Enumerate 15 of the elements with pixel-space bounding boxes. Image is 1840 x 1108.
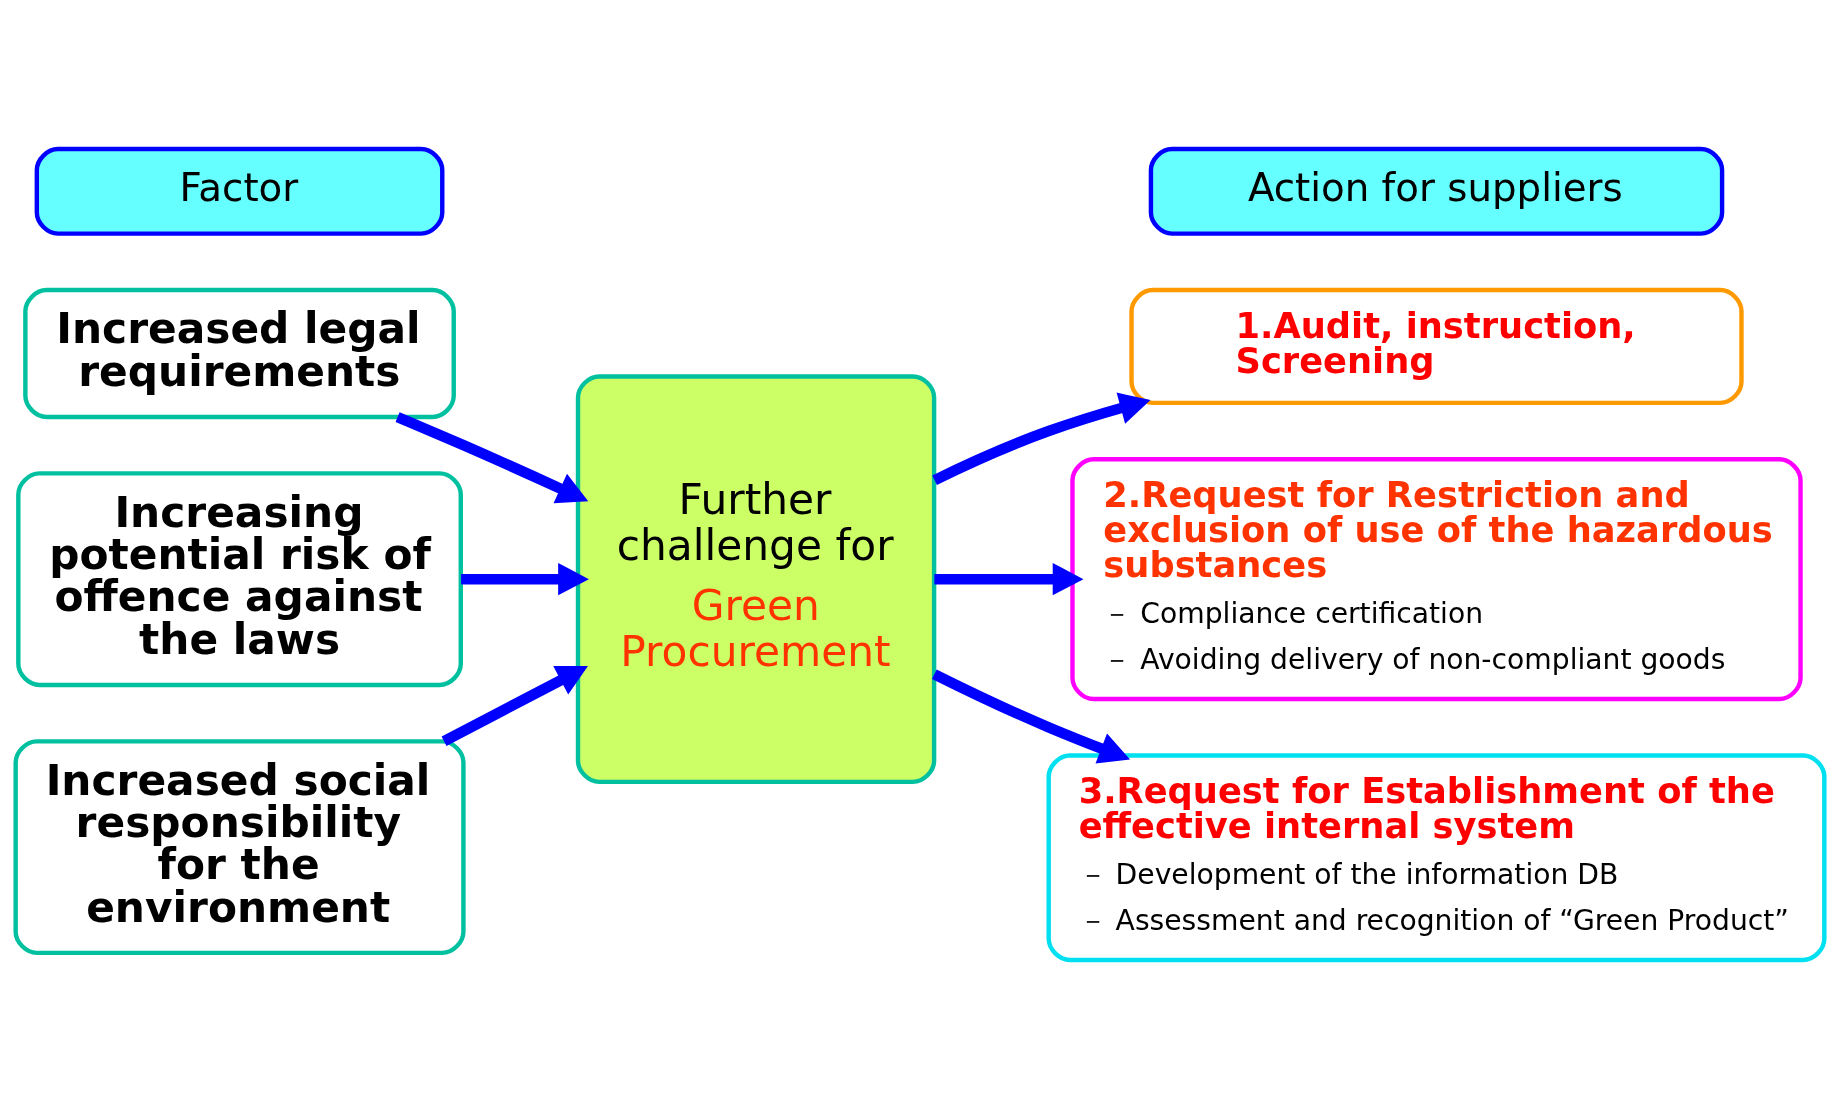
arrow — [934, 562, 1084, 595]
node-box: Increased social responsibility for the environment — [13, 738, 466, 955]
node-box: Factor — [34, 146, 445, 236]
arrow — [395, 411, 589, 503]
arrow — [932, 392, 1151, 485]
node-box: 3.Request for Establishment of the effective internal system － Development of the information DB － Assessment and recognition of “Green Product” — [1046, 752, 1827, 962]
node-box: Increased legal requirements — [23, 287, 456, 419]
arrow — [441, 665, 588, 746]
node-box: Action for suppliers — [1148, 146, 1725, 236]
arrow — [461, 562, 589, 595]
node-box: Further challenge for Green Procurement — [575, 373, 937, 784]
node-box: 1.Audit, instruction, Screening — [1129, 287, 1744, 405]
node-box: 2.Request for Restriction and exclusion of use of the hazardous substances － Compliance certification － Avoiding delivery of non-compliant goods — [1070, 456, 1803, 701]
node-box: Increasing potential risk of offence against the laws — [16, 470, 463, 687]
arrow — [932, 668, 1131, 764]
